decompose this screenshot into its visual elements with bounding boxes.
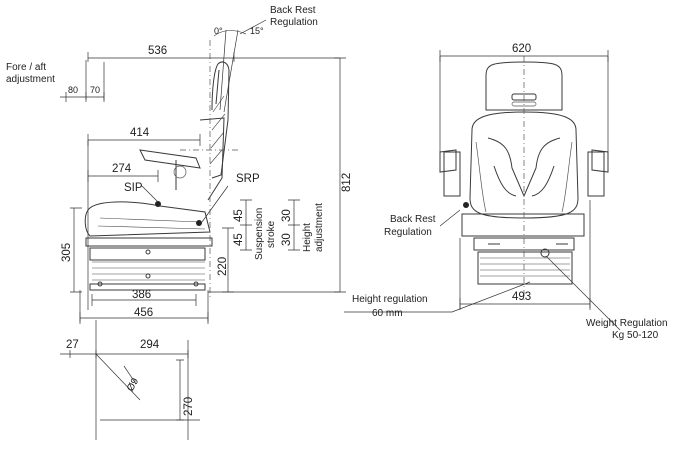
back-rest-label-1: Back Rest: [270, 5, 316, 16]
angle-zero: 0°: [214, 26, 223, 36]
suspension-label-1: Suspension: [254, 208, 265, 260]
dim-305: 305: [61, 243, 73, 262]
weight-regulation-label-2: Kg 50-120: [612, 330, 659, 341]
dim-274: 274: [112, 163, 132, 175]
height-regulation-label-2: 60 mm: [372, 308, 403, 319]
fore-aft-label-1: Fore / aft: [6, 62, 46, 73]
fore-aft-label-2: adjustment: [6, 74, 55, 85]
dim-386: 386: [132, 289, 151, 301]
dim-536: 536: [148, 45, 167, 57]
front-view-dimensions: [344, 50, 621, 331]
dim-27: 27: [66, 339, 79, 351]
dim-70: 70: [90, 85, 100, 95]
dim-812: 812: [341, 173, 353, 192]
suspension-label-2: stroke: [266, 220, 277, 248]
front-view-seat: [439, 61, 609, 285]
srp-label: SRP: [236, 173, 260, 185]
dim-30-a: 30: [281, 209, 293, 222]
sip-label: SIP: [124, 182, 143, 194]
weight-regulation-label-1: Weight Regulation: [586, 318, 668, 329]
dim-220: 220: [217, 257, 229, 276]
dim-493: 493: [512, 291, 531, 303]
dim-45-a: 45: [233, 209, 245, 222]
dim-294: 294: [140, 339, 160, 351]
height-adj-label-1: Height: [302, 223, 313, 252]
side-view-dimensions: [60, 19, 346, 440]
height-adj-label-2: adjustment: [314, 203, 325, 252]
back-rest-front-label-1: Back Rest: [390, 214, 436, 225]
dim-30-b: 30: [281, 233, 293, 246]
back-rest-front-label-2: Regulation: [384, 227, 432, 238]
dim-620: 620: [512, 43, 531, 55]
height-regulation-label-1: Height regulation: [352, 294, 428, 305]
dim-45-b: 45: [233, 233, 245, 246]
dim-80: 80: [68, 85, 78, 95]
dim-414: 414: [130, 127, 150, 139]
back-rest-label-2: Regulation: [270, 17, 318, 28]
angle-tilt: 15°: [250, 26, 264, 36]
dim-270: 270: [183, 397, 195, 416]
side-view-seat: [84, 61, 230, 291]
dim-dia9: Ø9: [125, 376, 141, 393]
dim-456: 456: [134, 307, 153, 319]
